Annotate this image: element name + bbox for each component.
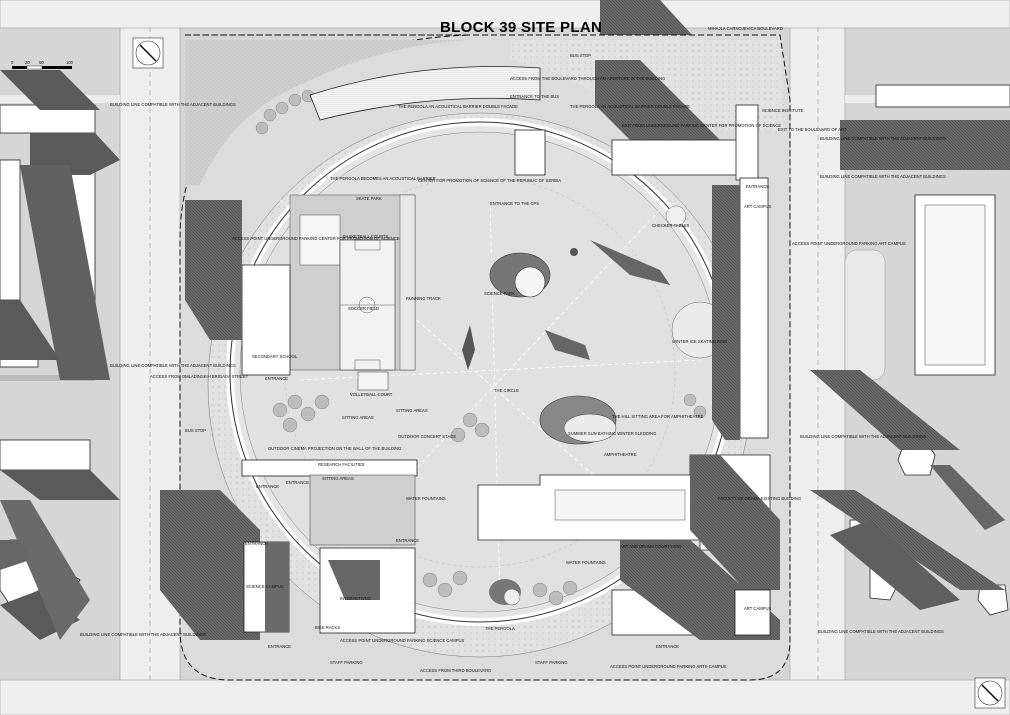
label-entrance-bus: ENTRANCE TO THE BUS — [510, 94, 559, 99]
label-the-pergola: THE PERGOLA — [485, 626, 515, 631]
label-water-fountains-v: WATER FOUNTAINS — [406, 496, 446, 501]
label-building-line-lm: BUILDING LINE COMPATIBLE WITH THE ADJACE… — [110, 363, 236, 368]
label-secondary-school: SECONDARY SCHOOL — [252, 354, 298, 359]
labels: BLOCK 39 SITE PLAN MIHAJLA CARNOJEVICA B… — [80, 19, 946, 673]
label-exit-parking: EXIT FROM UNDERGROUND PARKING CENTER FOR… — [622, 123, 781, 128]
scale-label-0: 0 — [11, 60, 14, 65]
label-bus-stop: BUS STOP — [570, 53, 591, 58]
label-building-line-lt: BUILDING LINE COMPATIBLE WITH THE ADJACE… — [110, 102, 236, 107]
label-access-point-left: ACCESS POINT UNDERGROUND PARKING CENTER … — [232, 236, 400, 241]
label-checker: CHECKER TABLES — [652, 223, 690, 228]
scale-label-100: 100 — [66, 60, 74, 65]
label-art-campus-bottom: ART CAMPUS — [744, 606, 772, 611]
label-entrance-l1: ENTRANCE — [256, 484, 279, 489]
label-entrance-tr: ENTRANCE — [746, 184, 769, 189]
label-building-line-br: BUILDING LINE COMPATIBLE WITH THE ADJACE… — [818, 629, 944, 634]
label-science-park: SCIENCE PARK — [484, 291, 515, 296]
label-winter-ice: WINTER ICE SKATING RING — [672, 339, 728, 344]
label-entrance-left: ENTRANCE — [265, 376, 288, 381]
label-boulevard: MIHAJLA CARNOJEVICA BOULEVARD — [708, 26, 783, 31]
sports-area — [289, 194, 416, 391]
label-volleyball: VOLLEYBALL COURT — [350, 392, 393, 397]
label-running: RUNNING TRACK — [406, 296, 441, 301]
site-buildings — [160, 60, 780, 640]
label-pergola-barrier: THE PERGOLA AN ACOUSTICAL BARRIER DOUBLE… — [398, 104, 518, 109]
north-arrow-bottom — [974, 677, 1006, 709]
label-science-campus: SCIENCE CAMPUS — [246, 584, 284, 589]
label-staff-parking-l: STAFF PARKING — [330, 660, 363, 665]
label-skate-park: SKATE PARK — [356, 196, 382, 201]
label-summer-winter: SUMMER SUN BATHING WINTER SLEDDING — [568, 431, 656, 436]
label-exit-boulevard: EXIT TO THE BOULEVARD OF ART — [778, 127, 847, 132]
label-the-circle: THE CIRCLE — [494, 388, 519, 393]
label-building-line-r2: BUILDING LINE COMPATIBLE WITH THE ADJACE… — [820, 174, 946, 179]
label-faculty-drama: FACULTY OF DRAMA EXISTING BUILDING — [718, 496, 801, 501]
label-access-third: ACCESS FROM THIRD BOULEVARD — [420, 668, 491, 673]
label-pergola-barrier-2: THE PERGOLA AN ACOUSTICAL BARRIER DOUBLE… — [570, 104, 690, 109]
scale-label-20: 20 — [25, 60, 30, 65]
label-building-line-bl: BUILDING LINE COMPATIBLE WITH THE ADJACE… — [80, 632, 206, 637]
label-basketball: BASKETBALL COURTS — [343, 234, 389, 239]
label-science-institute: SCIENCE INSTITUTE — [762, 108, 804, 113]
label-bus-stop-left: BUS STOP — [185, 428, 206, 433]
label-interaction: INTERAKTIVNO — [340, 596, 372, 601]
label-sitting-areas-2: SITTING AREAS — [396, 408, 428, 413]
label-outdoor-stage: OUTDOOR CONCERT STAGE — [398, 434, 456, 439]
label-access-omladinskih: ACCESS FROM OMLADINSKIH BRIGADA STREET — [150, 374, 249, 379]
label-sitting-areas: SITTING AREAS — [342, 415, 374, 420]
scale-bar: 0 20 50 100 — [11, 60, 74, 70]
label-art-drama: ART AND DRAMA COURTYARD — [620, 544, 681, 549]
label-outdoor-cinema: OUTDOOR CINEMA PROJECTION ON THE WALL OF… — [268, 446, 401, 451]
label-entrance-l2: ENTRANCE — [286, 480, 309, 485]
label-access-point-right: ACCESS POINT UNDERGROUND PARKING ART CAM… — [792, 241, 906, 246]
label-entrance-c2: ENTRANCE — [396, 538, 419, 543]
label-pergola-acoustic: THE PERGOLA BECOMES AN ACOUSTICAL BARRIE… — [330, 176, 436, 181]
label-access-point-arts: ACCESS POINT UNDERGROUND PARKING ARTS CA… — [610, 664, 727, 669]
label-building-line-rt: BUILDING LINE COMPATIBLE WITH THE ADJACE… — [820, 136, 946, 141]
label-entrance-c1: ENTRANCE — [245, 541, 268, 546]
label-center-promotion: CENTER FOR PROMOTION OF SCIENCE OF THE R… — [418, 178, 561, 183]
label-sitting-areas-3: SITTING AREAS — [322, 476, 354, 481]
label-bike-racks: BIKE RACKS — [315, 625, 340, 630]
label-research: RESEARCH FACILITIES — [318, 462, 365, 467]
label-access-point-bottom: ACCESS POINT UNDERGROUND PARKING SCIENCE… — [340, 638, 465, 643]
label-water-fountains: WATER FOUNTAINS — [566, 560, 606, 565]
north-arrow-top — [132, 37, 164, 69]
label-entrance-br: ENTRANCE — [656, 644, 679, 649]
label-entrance-cps: ENTRANCE TO THE CPS — [490, 201, 539, 206]
label-entrance-bottom: ENTRANCE — [268, 644, 291, 649]
label-the-hill: THE HILL SITTING AREA FOR AMPHITHEATRE — [612, 414, 704, 419]
label-staff-parking-r: STAFF PARKING — [535, 660, 568, 665]
label-building-line-rm: BUILDING LINE COMPATIBLE WITH THE ADJACE… — [800, 434, 926, 439]
label-art-campus-top: ART CAMPUS — [744, 204, 772, 209]
label-access-boulevard: ACCESS FROM THE BOULEVARD THROUGH AN APE… — [510, 76, 665, 81]
scale-label-50: 50 — [39, 60, 44, 65]
label-amphitheatre: AMPHITHEATRE — [604, 452, 637, 457]
page-title: BLOCK 39 SITE PLAN — [440, 19, 602, 36]
label-soccer: SOCCER FIELD — [348, 306, 379, 311]
